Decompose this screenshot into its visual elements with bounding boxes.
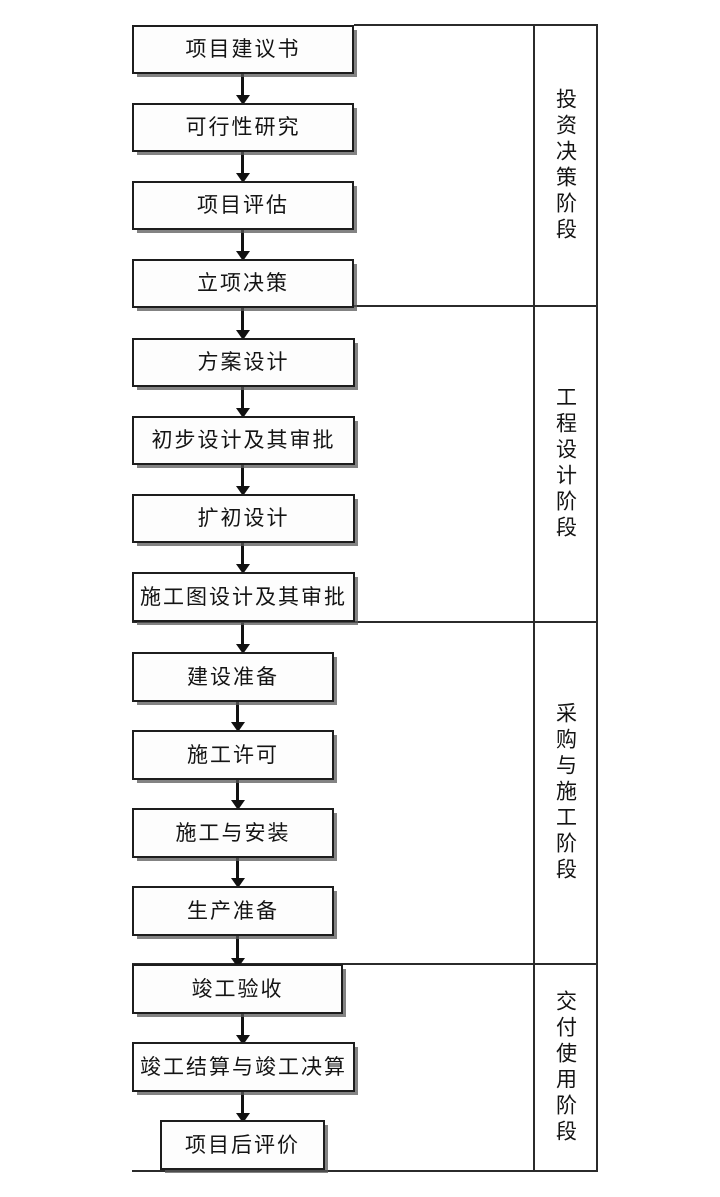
flow-node-construction-preparation[interactable]: 建设准备 xyxy=(132,652,334,702)
flow-node-label: 项目评估 xyxy=(197,193,289,217)
flow-node-project-evaluation[interactable]: 项目评估 xyxy=(132,181,354,230)
flow-node-post-project-evaluation[interactable]: 项目后评价 xyxy=(160,1120,325,1170)
arrow-connector xyxy=(241,74,244,96)
flow-node-feasibility-study[interactable]: 可行性研究 xyxy=(132,103,354,152)
flow-node-project-proposal[interactable]: 项目建议书 xyxy=(132,25,354,74)
flow-node-project-approval-decision[interactable]: 立项决策 xyxy=(132,259,354,308)
arrow-connector xyxy=(236,702,239,723)
phase-cell-procurement-construction: 采购与施工阶段 xyxy=(535,623,596,963)
flow-node-construction-drawing-design-approval[interactable]: 施工图设计及其审批 xyxy=(132,572,355,622)
flow-node-label: 施工与安装 xyxy=(175,820,291,845)
arrow-connector xyxy=(236,858,239,879)
arrow-connector xyxy=(241,465,244,487)
arrow-connector xyxy=(241,387,244,409)
frame-vline-right xyxy=(596,24,598,1172)
phase-label: 采购与施工阶段 xyxy=(553,702,578,884)
flow-node-label: 施工许可 xyxy=(187,742,279,767)
phase-label: 工程设计阶段 xyxy=(553,386,578,542)
frame-divider-3 xyxy=(132,963,598,965)
phase-cell-engineering-design: 工程设计阶段 xyxy=(535,307,596,621)
flow-node-label: 竣工结算与竣工决算 xyxy=(140,1054,347,1079)
frame-divider-1 xyxy=(132,305,598,307)
flow-node-final-settlement-and-final-account[interactable]: 竣工结算与竣工决算 xyxy=(132,1042,355,1092)
flow-node-label: 初步设计及其审批 xyxy=(151,428,336,452)
flow-node-extended-preliminary-design[interactable]: 扩初设计 xyxy=(132,494,355,543)
frame-hline-bottom xyxy=(132,1170,598,1172)
frame-vline-left xyxy=(533,24,535,1172)
flow-node-label: 可行性研究 xyxy=(185,115,301,139)
flow-node-label: 建设准备 xyxy=(187,664,279,689)
flow-node-production-preparation[interactable]: 生产准备 xyxy=(132,886,334,936)
flow-node-label: 项目建议书 xyxy=(185,37,301,61)
frame-divider-2 xyxy=(132,621,598,623)
flow-node-scheme-design[interactable]: 方案设计 xyxy=(132,338,355,387)
flow-node-label: 生产准备 xyxy=(187,898,279,923)
flow-node-label: 竣工验收 xyxy=(191,976,284,1001)
phase-label: 交付使用阶段 xyxy=(553,989,578,1146)
flow-node-label: 立项决策 xyxy=(197,271,289,295)
flow-node-label: 项目后评价 xyxy=(185,1132,300,1157)
arrow-connector xyxy=(236,936,239,959)
arrow-connector xyxy=(241,543,244,565)
flow-node-completion-acceptance[interactable]: 竣工验收 xyxy=(132,964,343,1014)
arrow-connector xyxy=(241,152,244,174)
flow-node-label: 方案设计 xyxy=(197,350,290,374)
flow-node-preliminary-design-approval[interactable]: 初步设计及其审批 xyxy=(132,416,355,465)
arrow-connector xyxy=(241,308,244,331)
phase-cell-investment-decision: 投资决策阶段 xyxy=(535,26,596,305)
phase-cell-handover-use: 交付使用阶段 xyxy=(535,965,596,1170)
flow-node-construction-and-installation[interactable]: 施工与安装 xyxy=(132,808,334,858)
flow-node-label: 扩初设计 xyxy=(197,506,290,530)
flow-node-construction-permit[interactable]: 施工许可 xyxy=(132,730,334,780)
phase-label: 投资决策阶段 xyxy=(553,87,578,244)
arrow-connector xyxy=(241,230,244,252)
flow-node-label: 施工图设计及其审批 xyxy=(140,584,347,609)
arrow-connector xyxy=(241,622,244,645)
arrow-connector xyxy=(241,1014,244,1036)
arrow-connector xyxy=(236,780,239,801)
arrow-connector xyxy=(241,1092,244,1114)
frame-hline-top xyxy=(354,24,598,26)
